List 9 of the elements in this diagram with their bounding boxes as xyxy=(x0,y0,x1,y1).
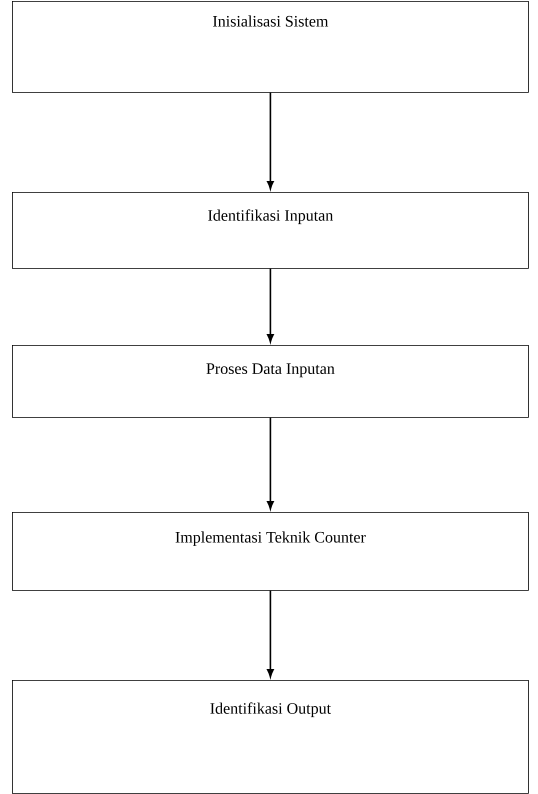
process-box: Implementasi Teknik Counter xyxy=(12,512,529,591)
arrow xyxy=(266,418,274,510)
process-box: Inisialisasi Sistem xyxy=(12,1,529,93)
arrow xyxy=(266,92,274,190)
process-box: Identifikasi Inputan xyxy=(12,192,529,269)
process-box: Identifikasi Output xyxy=(12,680,529,794)
process-box: Proses Data Inputan xyxy=(12,345,529,418)
arrow xyxy=(266,590,274,678)
arrow xyxy=(266,268,274,342)
